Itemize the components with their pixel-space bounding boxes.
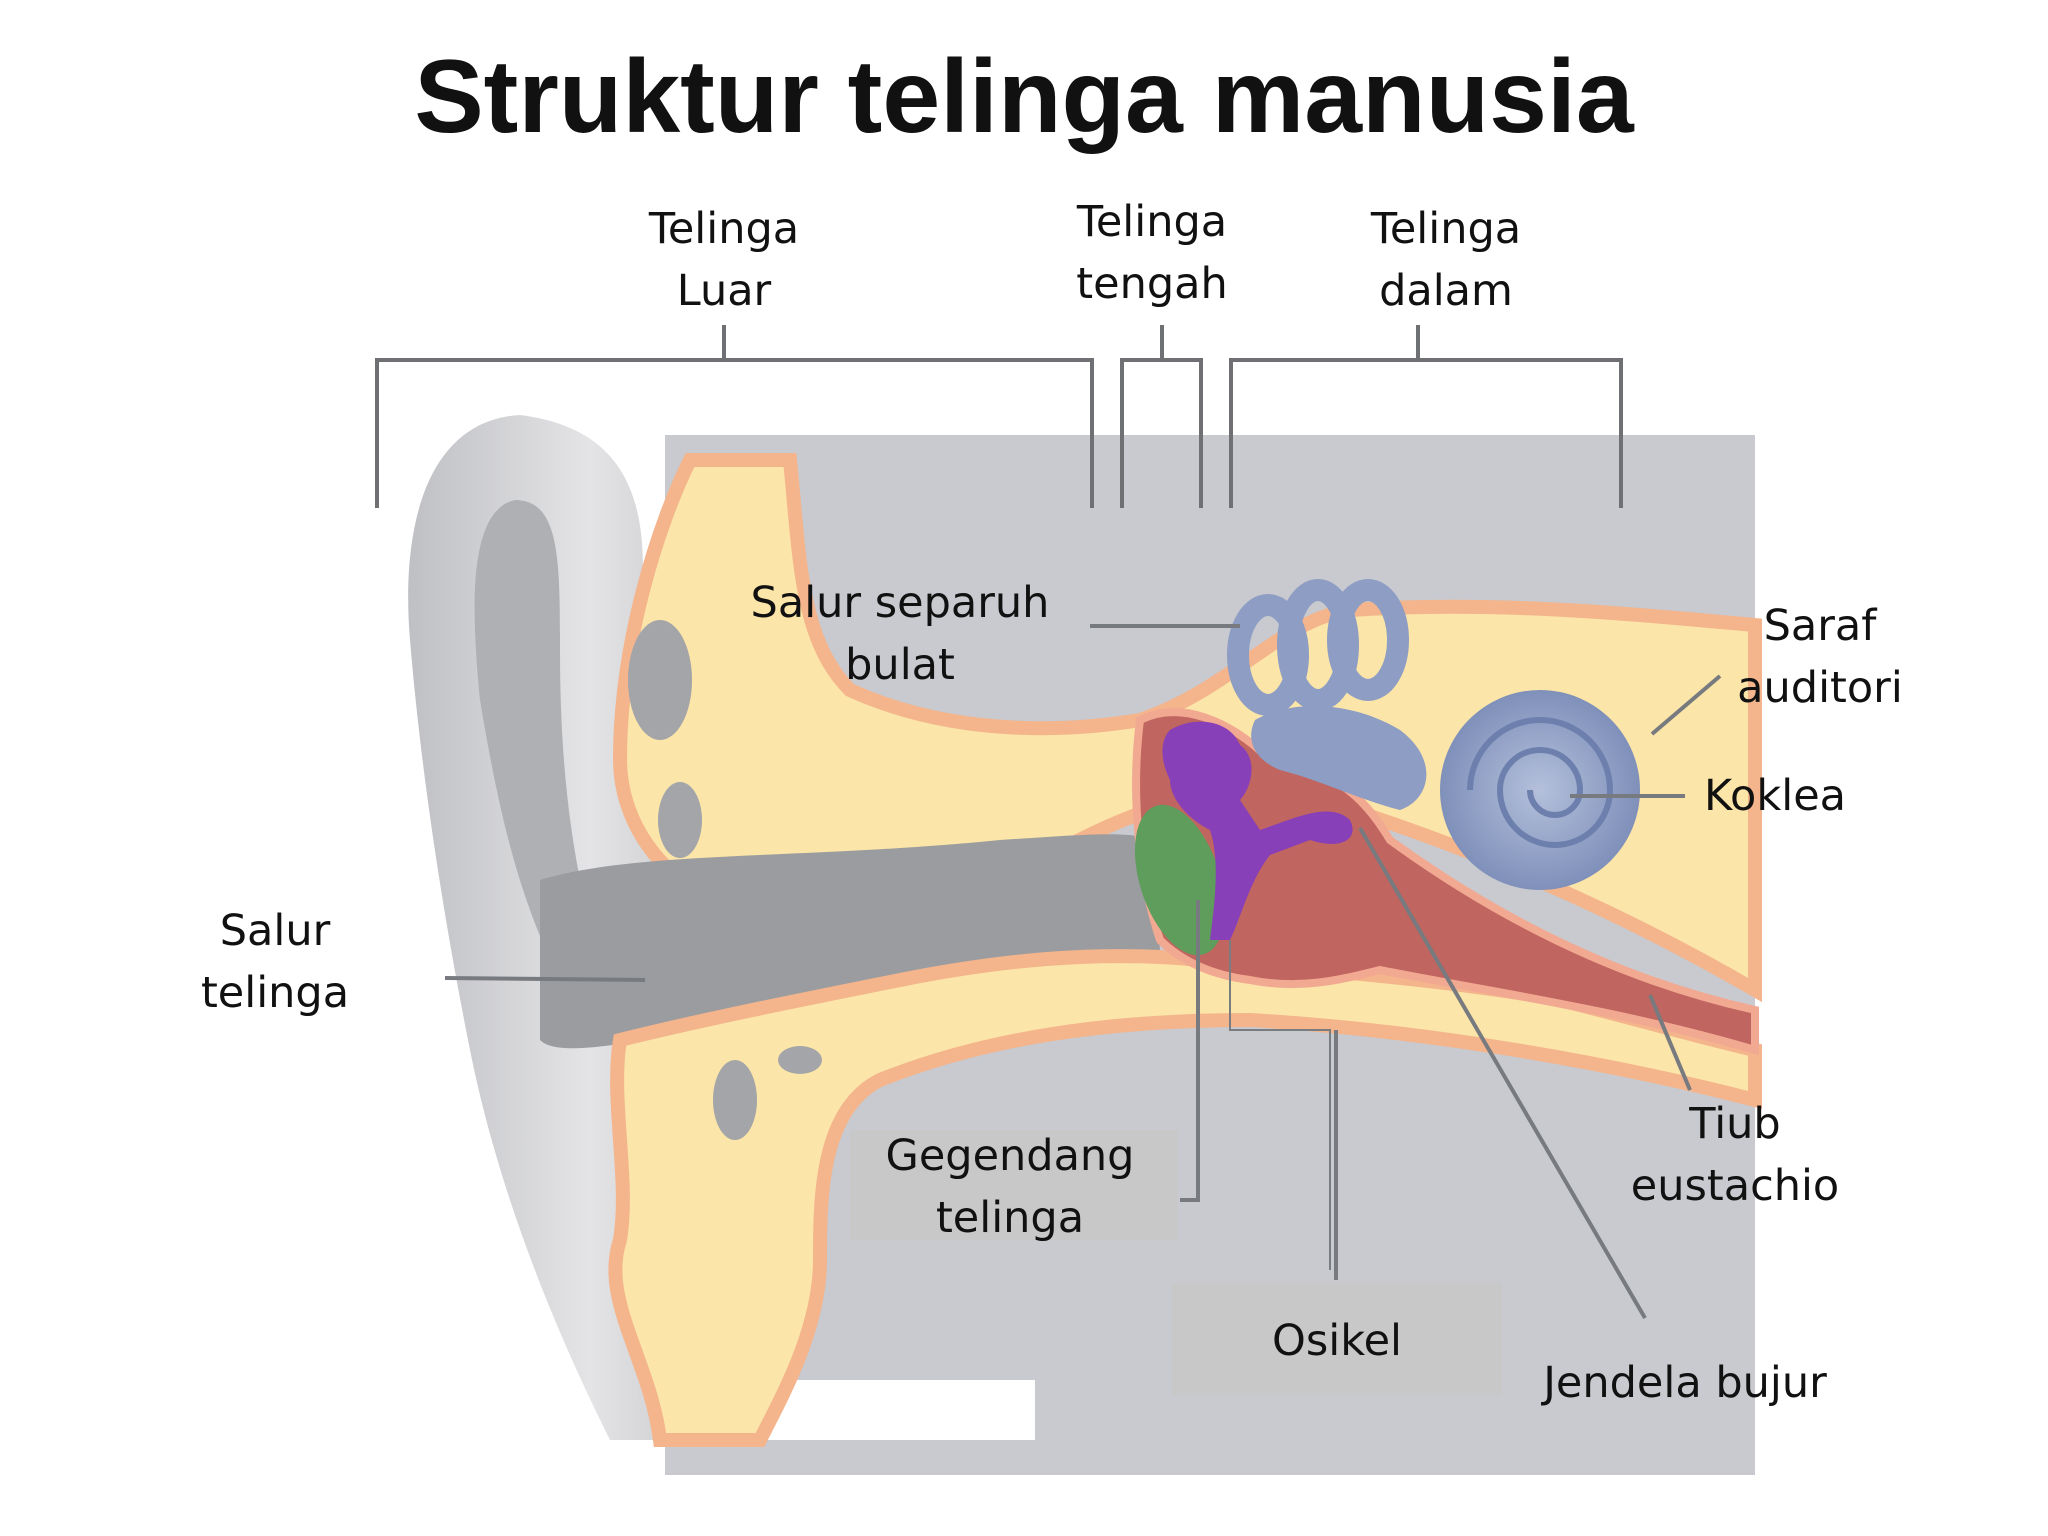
label-ear-canal-line1: Salur [219,906,331,956]
label-ear-canal: Salur telinga [180,900,370,1024]
ossicles [1162,721,1353,940]
ear-canal-shape [540,834,1160,1049]
leader-ear-canal [444,976,646,982]
vestibule [1251,706,1427,810]
label-eardrum: Gegendang telinga [860,1125,1160,1249]
label-cochlea-text: Koklea [1703,771,1847,821]
leader-eardrum [1180,900,1200,1202]
label-auditory-nerve-line1: Saraf [1763,601,1877,651]
label-middle-ear-line1: Telinga [1076,197,1228,247]
ossicle-bracket [1229,940,1331,1270]
label-oval-window: Jendela bujur [1530,1352,1840,1414]
label-semicircular-line2: bulat [845,640,955,690]
lower-bone [608,949,1762,1447]
diagram-title: Struktur telinga manusia [414,39,1634,155]
label-inner-ear: Telinga dalam [1346,198,1546,322]
label-middle-ear-line2: tengah [1076,259,1228,309]
label-ossicles-text: Osikel [1272,1316,1402,1366]
label-auditory-nerve: Saraf auditori [1720,595,1920,719]
label-eardrum-line1: Gegendang [885,1131,1135,1181]
bone-cavity [713,1060,757,1140]
label-inner-ear-line2: dalam [1379,266,1513,316]
label-outer-ear-line1: Telinga [648,204,800,254]
label-oval-window-text: Jendela bujur [1543,1358,1827,1408]
leader-auditory-nerve [1650,674,1722,736]
label-middle-ear: Telinga tengah [1052,191,1252,315]
label-ear-canal-line2: telinga [200,968,350,1018]
bone-cavity [628,620,692,740]
semicircular-canals [1227,579,1409,716]
label-eardrum-line2: telinga [935,1193,1085,1243]
label-eustachian-line1: Tiub [1689,1099,1781,1149]
leader-oval-window [1358,826,1647,1320]
label-outer-ear-line2: Luar [676,266,772,316]
eardrum [1134,804,1226,956]
label-outer-ear: Telinga Luar [624,198,824,322]
bone-cavity [778,1046,822,1074]
ossicles-label-box [1172,1283,1502,1395]
label-eustachian-tube: Tiub eustachio [1615,1093,1855,1217]
leader-eustachian [1648,994,1692,1091]
pinna-inner-fold [474,500,600,980]
label-ossicles: Osikel [1232,1310,1442,1372]
leader-lines [444,624,1722,1320]
section-brackets [375,325,1623,508]
label-semicircular-canals: Salur separuh bulat [735,572,1065,696]
label-cochlea: Koklea [1695,765,1855,827]
eardrum-label-box [850,1130,1178,1240]
label-auditory-nerve-line2: auditori [1737,663,1903,713]
label-semicircular-line1: Salur separuh [750,578,1050,628]
bone-cavity [658,782,702,858]
label-inner-ear-line1: Telinga [1370,204,1522,254]
label-eustachian-line2: eustachio [1630,1161,1840,1211]
